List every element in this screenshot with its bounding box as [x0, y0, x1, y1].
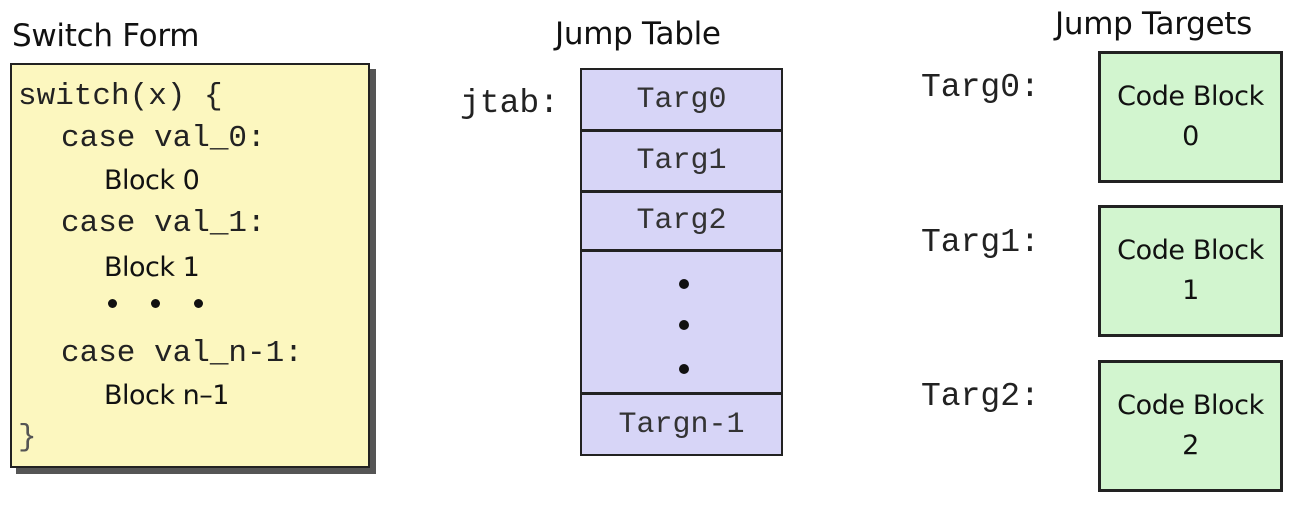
jump-table-entry: Targ0 [582, 70, 781, 132]
code-block-2: Code Block 2 [1098, 360, 1283, 492]
ellipsis-dot [108, 299, 117, 308]
vertical-ellipsis-dot [679, 364, 689, 374]
jtab-label: jtab: [460, 85, 560, 122]
ellipsis-dot [194, 299, 203, 308]
ellipsis-dot [151, 299, 160, 308]
targ2-label: Targ2: [921, 378, 1040, 415]
jump-table-entry: Targ1 [582, 132, 781, 193]
case-val-1: case val_1: [61, 206, 266, 241]
code-block-1: Code Block 1 [1098, 205, 1283, 337]
jump-table-entry: Targ2 [582, 193, 781, 252]
code-block-0: Code Block 0 [1098, 51, 1283, 183]
vertical-ellipsis-dot [679, 320, 689, 330]
code-block-text: Code Block [1117, 235, 1264, 266]
block-0-text: Block 0 [104, 165, 200, 196]
block-n-1-text: Block n–1 [104, 380, 229, 411]
switch-form-title: Switch Form [12, 18, 200, 54]
targ1-label: Targ1: [921, 224, 1040, 261]
ellipsis-dots [104, 296, 224, 310]
code-block-text: Code Block [1117, 390, 1264, 421]
case-val-n-1: case val_n-1: [61, 336, 303, 371]
switch-form-box: switch(x) { case val_0: Block 0 case val… [10, 63, 370, 468]
block-1-text: Block 1 [104, 252, 200, 283]
switch-statement: switch(x) { [18, 79, 223, 114]
vertical-ellipsis-dot [679, 279, 689, 289]
jump-table-title: Jump Table [555, 16, 721, 52]
code-block-text: Code Block [1117, 81, 1264, 112]
code-block-number: 0 [1182, 121, 1199, 152]
targ0-label: Targ0: [921, 69, 1040, 106]
jump-targets-title: Jump Targets [1055, 6, 1252, 42]
jump-table-entry-last: Targn-1 [582, 392, 781, 454]
jump-table: Targ0 Targ1 Targ2 Targn-1 [580, 68, 783, 456]
code-block-number: 1 [1182, 275, 1199, 306]
closing-brace: } [18, 420, 37, 455]
code-block-number: 2 [1182, 430, 1199, 461]
case-val-0: case val_0: [61, 121, 266, 156]
